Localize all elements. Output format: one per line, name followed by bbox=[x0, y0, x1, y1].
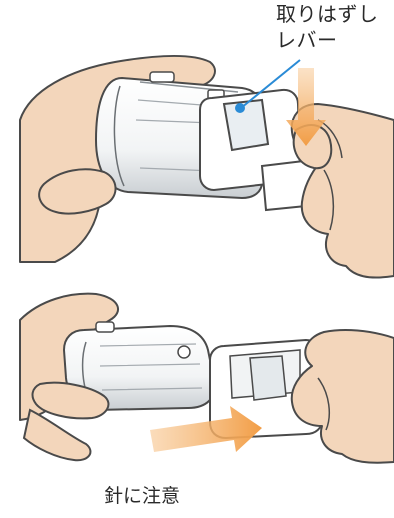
lever-callout-line2: レバー bbox=[276, 28, 338, 52]
removal-lever bbox=[224, 100, 268, 150]
top-step-illustration bbox=[20, 56, 394, 278]
needle-caution-text: 針に注意 bbox=[104, 484, 180, 508]
bottom-step-illustration bbox=[20, 294, 394, 463]
lever-callout-line1: 取りはずし bbox=[276, 2, 379, 26]
right-hand-bottom bbox=[292, 330, 394, 463]
